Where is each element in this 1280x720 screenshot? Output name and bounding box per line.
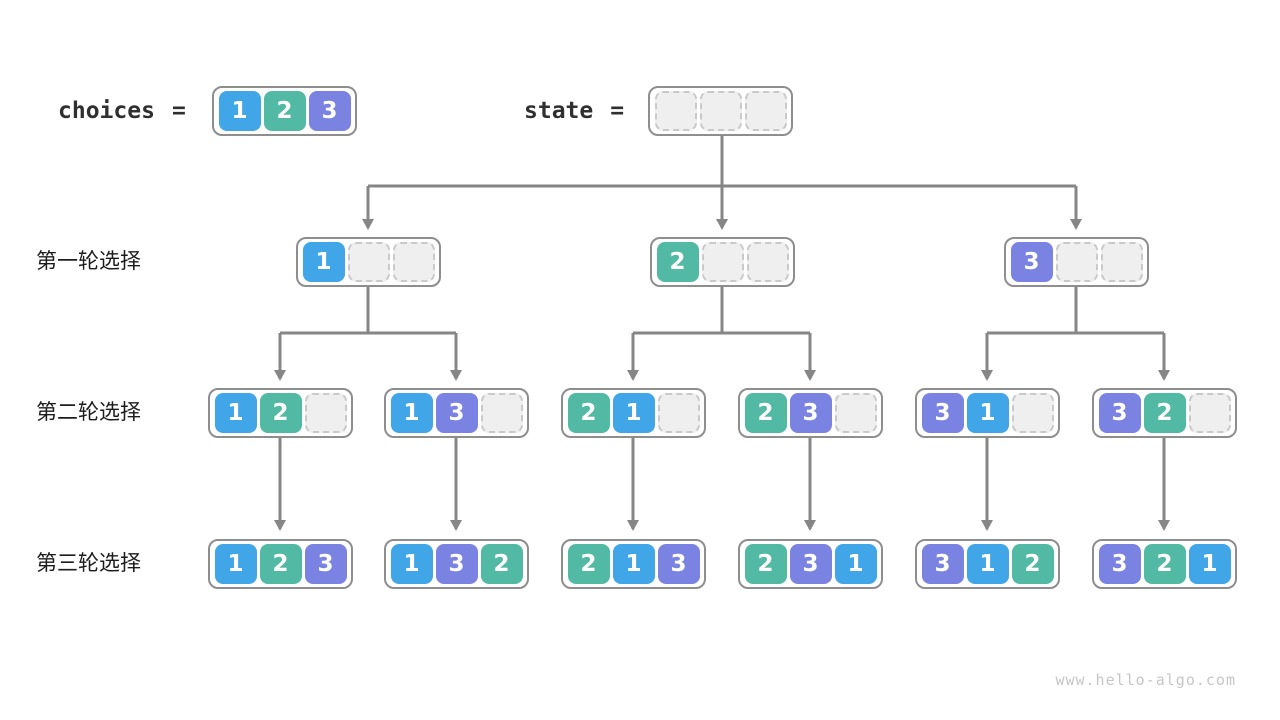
value-cell: 2 bbox=[744, 393, 787, 433]
value-cell: 2 bbox=[567, 544, 610, 584]
value-cell: 2 bbox=[1143, 544, 1186, 584]
row-label-round-3: 第三轮选择 bbox=[36, 552, 141, 575]
value-cell: 1 bbox=[966, 393, 1009, 433]
equals-icon: = bbox=[171, 98, 186, 124]
empty-slot bbox=[347, 242, 390, 282]
value-cell: 3 bbox=[789, 544, 832, 584]
value-cell: 2 bbox=[656, 242, 699, 282]
value-cell: 3 bbox=[921, 544, 964, 584]
value-cell: 1 bbox=[302, 242, 345, 282]
value-cell: 1 bbox=[612, 393, 655, 433]
row-label-round-1: 第一轮选择 bbox=[36, 250, 141, 273]
state-box bbox=[648, 86, 793, 136]
state-label: state bbox=[524, 98, 594, 124]
value-cell: 2 bbox=[1011, 544, 1054, 584]
empty-slot bbox=[1011, 393, 1054, 433]
empty-slot bbox=[746, 242, 789, 282]
value-cell: 3 bbox=[1098, 393, 1141, 433]
value-cell: 2 bbox=[1143, 393, 1186, 433]
value-cell: 3 bbox=[657, 544, 700, 584]
empty-slot bbox=[699, 91, 742, 131]
value-cell: 2 bbox=[567, 393, 610, 433]
value-cell: 2 bbox=[744, 544, 787, 584]
value-cell: 1 bbox=[390, 544, 433, 584]
value-cell: 1 bbox=[214, 393, 257, 433]
choices-label: choices bbox=[58, 98, 155, 124]
value-cell: 1 bbox=[834, 544, 877, 584]
value-cell: 3 bbox=[304, 544, 347, 584]
value-cell: 1 bbox=[214, 544, 257, 584]
empty-slot bbox=[1055, 242, 1098, 282]
value-cell: 1 bbox=[612, 544, 655, 584]
value-cell: 3 bbox=[435, 544, 478, 584]
value-cell: 2 bbox=[263, 91, 306, 131]
empty-slot bbox=[654, 91, 697, 131]
equals-icon: = bbox=[610, 98, 625, 124]
state-node: 3 bbox=[1004, 237, 1149, 287]
empty-slot bbox=[304, 393, 347, 433]
value-cell: 2 bbox=[480, 544, 523, 584]
value-cell: 3 bbox=[308, 91, 351, 131]
value-cell: 1 bbox=[1188, 544, 1231, 584]
value-cell: 2 bbox=[259, 544, 302, 584]
choices-expression: choices = bbox=[58, 86, 186, 136]
value-cell: 3 bbox=[1098, 544, 1141, 584]
empty-slot bbox=[834, 393, 877, 433]
state-node: 1 bbox=[296, 237, 441, 287]
state-expression: state = bbox=[524, 86, 624, 136]
empty-slot bbox=[392, 242, 435, 282]
value-cell: 2 bbox=[259, 393, 302, 433]
value-cell: 1 bbox=[218, 91, 261, 131]
value-cell: 3 bbox=[921, 393, 964, 433]
empty-slot bbox=[701, 242, 744, 282]
value-cell: 3 bbox=[1010, 242, 1053, 282]
empty-slot bbox=[744, 91, 787, 131]
value-cell: 1 bbox=[966, 544, 1009, 584]
value-cell: 1 bbox=[390, 393, 433, 433]
watermark: www.hello-algo.com bbox=[1055, 671, 1236, 689]
state-node: 2 bbox=[650, 237, 795, 287]
value-cell: 3 bbox=[789, 393, 832, 433]
empty-slot bbox=[480, 393, 523, 433]
empty-slot bbox=[657, 393, 700, 433]
empty-slot bbox=[1100, 242, 1143, 282]
row-label-round-2: 第二轮选择 bbox=[36, 401, 141, 424]
empty-slot bbox=[1188, 393, 1231, 433]
value-cell: 3 bbox=[435, 393, 478, 433]
